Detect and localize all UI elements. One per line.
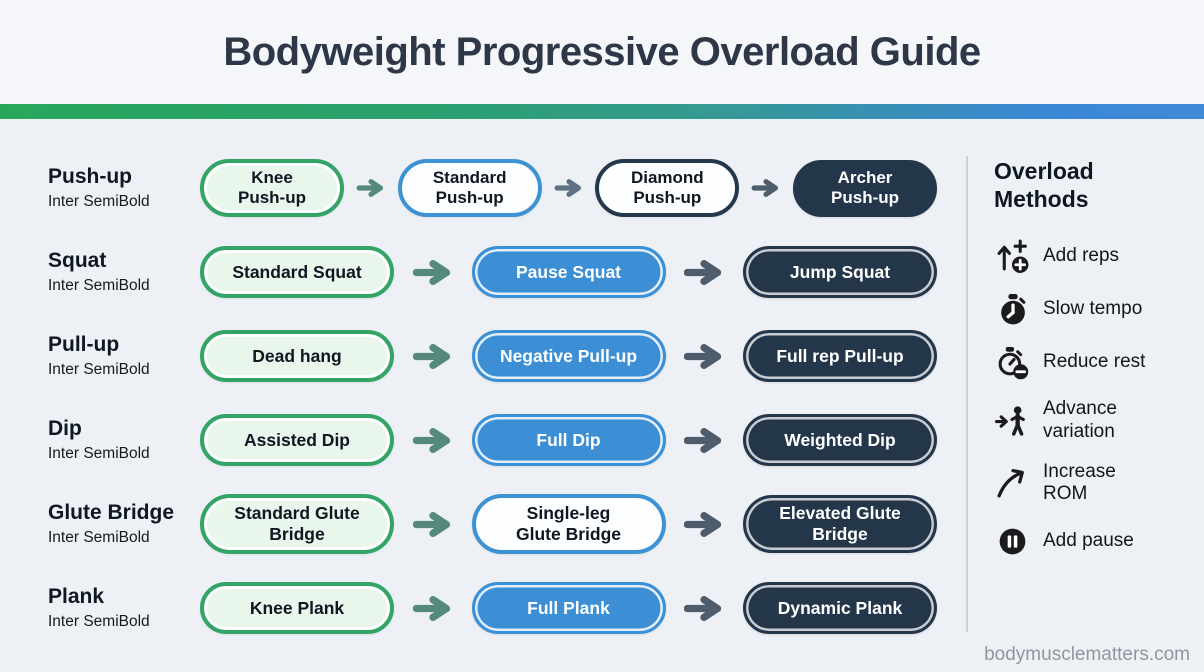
pill-full-rep-pull-up: Full rep Pull-up [743,330,937,382]
exercise-row-squat: Squat Inter SemiBold Standard Squat Paus… [48,230,937,314]
arrow-up-plus-icon [994,239,1030,274]
exercise-subtitle: Inter SemiBold [48,192,150,210]
method-slow-tempo: Slow tempo [994,292,1192,327]
pill-knee-push-up: Knee Push-up [200,158,344,218]
pill-standard-glute-bridge: Standard Glute Bridge [200,494,394,554]
exercise-subtitle: Inter SemiBold [48,444,150,462]
arrow-right-icon [394,511,472,538]
pill-jump-squat: Jump Squat [743,246,937,298]
sidebar-title: Overload Methods [994,158,1094,212]
method-label: Slow tempo [1043,298,1143,320]
header: Bodyweight Progressive Overload Guide [0,0,1204,104]
exercise-name: Plank [48,585,105,609]
page-title: Bodyweight Progressive Overload Guide [223,29,981,74]
exercise-label-group: Dip Inter SemiBold [48,417,200,462]
exercise-row-pull-up: Pull-up Inter SemiBold Dead hang Negativ… [48,314,937,398]
exercise-name: Pull-up [48,333,120,357]
overload-methods-panel: Overload Methods Add reps Slow tempo [994,158,1192,577]
exercise-label-group: Glute Bridge Inter SemiBold [48,501,200,546]
curved-arrow-icon [994,466,1030,501]
pill-single-leg-glute-bridge: Single-leg Glute Bridge [471,494,666,554]
stopwatch-minus-icon [994,345,1030,380]
progression-steps: Knee Push-up Standard Push-up Diamond Pu… [200,158,938,218]
progression-steps: Assisted Dip Full Dip Weighted Dip [200,414,937,466]
pill-elevated-glute-bridge: Elevated Glute Bridge [743,495,937,553]
arrow-right-icon [542,177,596,199]
pill-standard-push-up: Standard Push-up [397,158,542,218]
exercise-row-push-up: Push-up Inter SemiBold Knee Push-up Stan… [48,146,938,230]
exercise-label-group: Push-up Inter SemiBold [48,165,200,210]
pill-pause-squat: Pause Squat [471,246,666,298]
gradient-divider-bar [0,104,1204,119]
arrow-right-icon [344,177,398,199]
method-label: Increase ROM [1043,461,1116,505]
exercise-subtitle: Inter SemiBold [48,276,150,294]
exercise-label-group: Plank Inter SemiBold [48,585,200,630]
method-label: Add pause [1043,530,1134,552]
stopwatch-icon [994,292,1030,327]
pill-knee-plank: Knee Plank [200,582,394,634]
exercise-row-dip: Dip Inter SemiBold Assisted Dip Full Dip… [48,398,937,482]
vertical-divider [966,156,968,632]
pill-weighted-dip: Weighted Dip [743,414,937,466]
exercise-label-group: Squat Inter SemiBold [48,249,200,294]
arrow-right-icon [394,343,472,370]
method-increase-rom: Increase ROM [994,461,1192,506]
exercise-subtitle: Inter SemiBold [48,360,150,378]
pill-assisted-dip: Assisted Dip [200,414,394,466]
progression-table: Push-up Inter SemiBold Knee Push-up Stan… [48,146,938,650]
website-credit: bodymusclematters.com [984,644,1190,665]
pill-dead-hang: Dead hang [200,330,394,382]
progression-steps: Standard Glute Bridge Single-leg Glute B… [200,494,937,554]
exercise-name: Dip [48,417,82,441]
method-add-pause: Add pause [994,524,1192,559]
progression-steps: Knee Plank Full Plank Dynamic Plank [200,582,937,634]
exercise-row-plank: Plank Inter SemiBold Knee Plank Full Pla… [48,566,937,650]
arrow-to-person-icon [994,403,1030,438]
exercise-label-group: Pull-up Inter SemiBold [48,333,200,378]
arrow-right-icon [739,177,793,199]
pill-archer-push-up: Archer Push-up [793,159,938,217]
arrow-right-icon [666,511,744,538]
pill-negative-pull-up: Negative Pull-up [471,330,666,382]
method-advance-variation: Advance variation [994,398,1192,443]
progression-steps: Standard Squat Pause Squat Jump Squat [200,246,937,298]
progression-steps: Dead hang Negative Pull-up Full rep Pull… [200,330,937,382]
method-label: Add reps [1043,245,1120,267]
pause-circle-icon [994,524,1030,559]
pill-dynamic-plank: Dynamic Plank [743,582,937,634]
arrow-right-icon [666,427,744,454]
pill-standard-squat: Standard Squat [200,246,394,298]
arrow-right-icon [394,595,472,622]
pill-full-plank: Full Plank [471,582,666,634]
arrow-right-icon [394,259,472,286]
exercise-name: Push-up [48,165,132,189]
exercise-subtitle: Inter SemiBold [48,612,150,630]
arrow-right-icon [394,427,472,454]
arrow-right-icon [666,259,744,286]
pill-full-dip: Full Dip [471,414,666,466]
method-label: Reduce rest [1043,351,1146,373]
exercise-name: Glute Bridge [48,501,175,525]
exercise-row-glute-bridge: Glute Bridge Inter SemiBold Standard Glu… [48,482,937,566]
method-add-reps: Add reps [994,239,1192,274]
exercise-subtitle: Inter SemiBold [48,528,150,546]
exercise-name: Squat [48,249,107,273]
method-reduce-rest: Reduce rest [994,345,1192,380]
arrow-right-icon [666,595,744,622]
pill-diamond-push-up: Diamond Push-up [595,158,740,218]
arrow-right-icon [666,343,744,370]
method-label: Advance variation [1043,398,1117,442]
